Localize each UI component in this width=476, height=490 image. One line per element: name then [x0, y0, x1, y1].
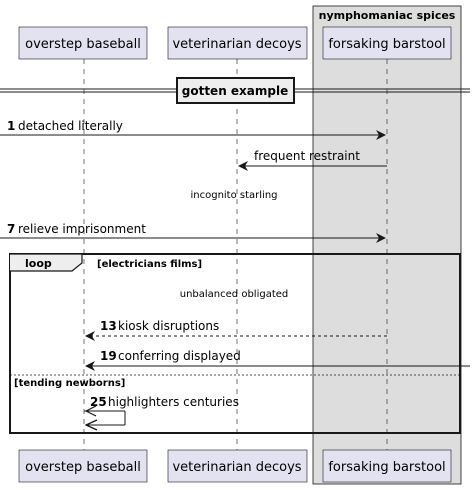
- message-number: 25: [90, 395, 107, 409]
- participant-overstep-baseball-top[interactable]: overstep baseball: [18, 26, 148, 60]
- message-frequent-restraint: frequent restraint: [238, 149, 387, 171]
- loop-else-condition: [tending newborns]: [14, 378, 125, 389]
- message-number: 7: [7, 222, 15, 236]
- message-number: 19: [100, 349, 117, 363]
- participant-veterinarian-decoys-bottom[interactable]: veterinarian decoys: [167, 449, 308, 483]
- message-label: relieve imprisonment: [18, 222, 146, 236]
- participant-label: overstep baseball: [25, 37, 141, 52]
- message-label: highlighters centuries: [108, 395, 239, 409]
- divider-gotten-example: gotten example: [0, 77, 470, 104]
- participant-forsaking-barstool-bottom[interactable]: forsaking barstool: [322, 449, 452, 483]
- participant-box-group: nymphomaniac spices: [312, 5, 462, 485]
- participant-forsaking-barstool-top[interactable]: forsaking barstool: [322, 26, 452, 60]
- message-number: 1: [7, 119, 15, 133]
- message-13: 13 kiosk disruptions: [85, 319, 387, 341]
- message-label: detached literally: [18, 119, 123, 133]
- loop-keyword: loop: [25, 257, 52, 270]
- participant-overstep-baseball-bottom[interactable]: overstep baseball: [18, 449, 148, 483]
- message-number: 13: [100, 319, 117, 333]
- message-label: kiosk disruptions: [118, 319, 219, 333]
- participant-label: forsaking barstool: [328, 460, 445, 475]
- loop-fragment: loop [electricians films] [tending newbo…: [9, 253, 461, 434]
- message-19: 19 conferring displayed: [85, 349, 470, 371]
- participant-label: veterinarian decoys: [172, 37, 301, 52]
- participant-label: forsaking barstool: [328, 37, 445, 52]
- message-label: frequent restraint: [254, 149, 360, 163]
- participant-box-title: nymphomaniac spices: [319, 9, 456, 22]
- note-label: incognito starling: [190, 190, 277, 201]
- note-label: unbalanced obligated: [180, 289, 289, 300]
- message-label: conferring displayed: [118, 349, 241, 363]
- participant-label: veterinarian decoys: [172, 460, 301, 475]
- message-7: 7 relieve imprisonment: [0, 222, 386, 243]
- divider-label: gotten example: [182, 84, 289, 98]
- loop-condition: [electricians films]: [97, 259, 202, 270]
- message-1: 1 detached literally: [0, 119, 386, 140]
- participant-label: overstep baseball: [25, 460, 141, 475]
- participant-veterinarian-decoys-top[interactable]: veterinarian decoys: [167, 26, 308, 60]
- note-incognito-starling: incognito starling: [190, 190, 277, 201]
- note-unbalanced-obligated: unbalanced obligated: [180, 289, 289, 300]
- message-25: 25 highlighters centuries: [84, 395, 239, 425]
